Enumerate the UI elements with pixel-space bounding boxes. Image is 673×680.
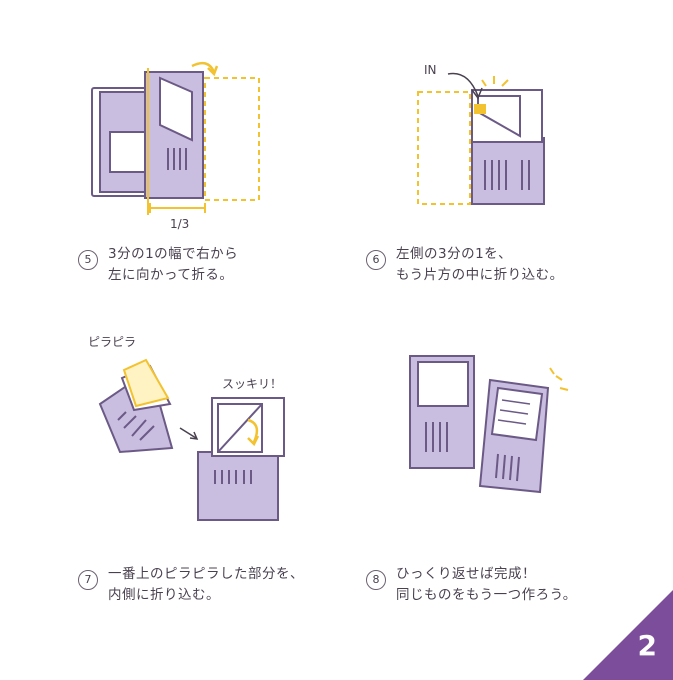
step-5-number: 5	[78, 250, 98, 270]
in-label: IN	[424, 63, 437, 77]
step-7-text: 一番上のピラピラした部分を、 内側に折り込む。	[108, 564, 304, 606]
pira-pira-label: ピラピラ	[88, 335, 136, 349]
step-6: 6 左側の3分の1を、 もう片方の中に折り込む。	[366, 244, 564, 286]
step-6-number: 6	[366, 250, 386, 270]
step-5-text: 3分の1の幅で右から 左に向かって折る。	[108, 244, 238, 286]
step-5-illustration: 1/3	[91, 61, 260, 231]
step-6-line-1: 左側の3分の1を、	[396, 246, 513, 262]
step-8-text: ひっくり返せば完成！ 同じものをもう一つ作ろう。	[396, 564, 577, 606]
page-number: 2	[637, 629, 657, 662]
step-8-number: 8	[366, 570, 386, 590]
step-5: 5 3分の1の幅で右から 左に向かって折る。	[78, 244, 238, 286]
step-7-illustration: ピラピラ スッキリ！	[88, 335, 285, 521]
step-7-number: 7	[78, 570, 98, 590]
one-third-label: 1/3	[170, 217, 189, 231]
step-7: 7 一番上のピラピラした部分を、 内側に折り込む。	[78, 564, 304, 606]
sukkiri-label: スッキリ！	[222, 377, 282, 391]
step-5-line-1: 3分の1の幅で右から	[108, 246, 239, 262]
step-5-line-2: 左に向かって折る。	[108, 267, 234, 283]
step-8-illustration	[409, 355, 569, 494]
page-corner	[583, 590, 673, 680]
step-6-text: 左側の3分の1を、 もう片方の中に折り込む。	[396, 244, 564, 286]
step-8-line-2: 同じものをもう一つ作ろう。	[396, 587, 577, 603]
step-7-line-1: 一番上のピラピラした部分を、	[108, 566, 304, 582]
step-8: 8 ひっくり返せば完成！ 同じものをもう一つ作ろう。	[366, 564, 577, 606]
step-8-line-1: ひっくり返せば完成！	[396, 566, 536, 582]
step-6-line-2: もう片方の中に折り込む。	[396, 267, 564, 283]
step-6-illustration: IN	[417, 63, 545, 205]
step-7-line-2: 内側に折り込む。	[108, 587, 220, 603]
